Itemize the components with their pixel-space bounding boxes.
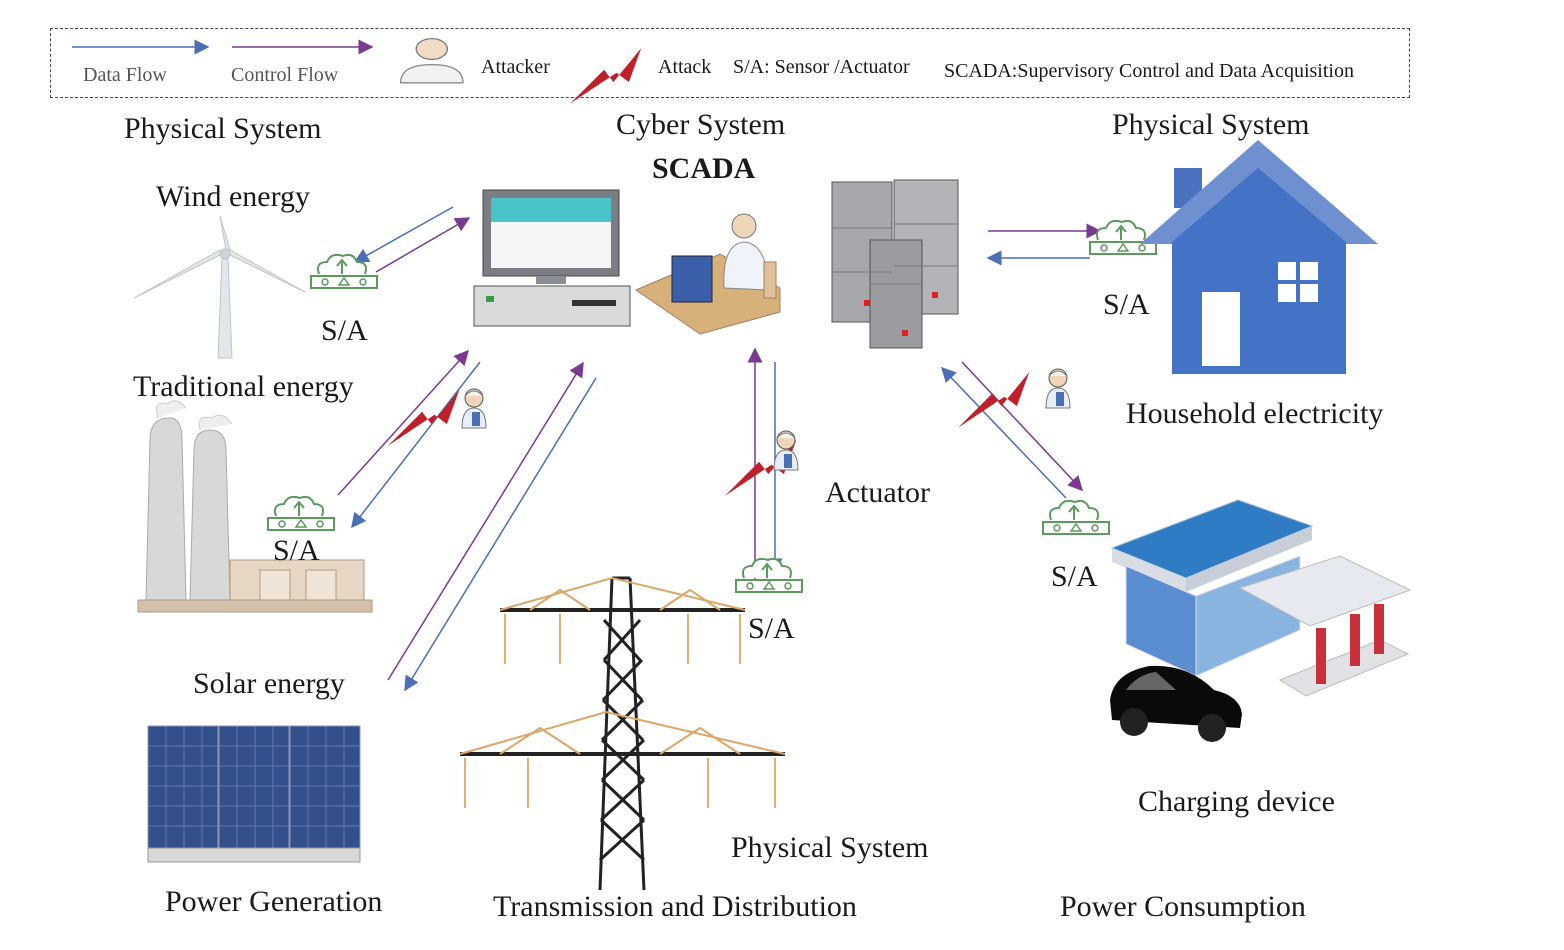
arrow-traditional-data <box>351 361 481 529</box>
legend-sa-definition: S/A: Sensor /Actuator <box>733 56 910 78</box>
traditional-energy-label: Traditional energy <box>133 370 354 403</box>
attack-bolt-generation <box>388 390 460 446</box>
arrow-charging-control <box>961 361 1084 492</box>
server-rack-icon <box>831 179 959 349</box>
scada-label: SCADA <box>652 152 756 185</box>
sa-traditional-label: S/A <box>273 534 320 567</box>
arrow-charging-data <box>940 366 1067 499</box>
arrow-solar-control <box>387 361 584 681</box>
sa-wind-label: S/A <box>321 314 368 347</box>
household-electricity-label: Household electricity <box>1126 397 1384 430</box>
transmission-caption: Transmission and Distribution <box>493 890 857 923</box>
solar-panel-icon <box>147 725 361 863</box>
attack-bolt-consumption <box>958 372 1030 428</box>
solar-energy-label: Solar energy <box>193 667 345 700</box>
power-generation-caption: Power Generation <box>165 885 383 918</box>
legend-scada-definition: SCADA:Supervisory Control and Data Acqui… <box>944 60 1354 82</box>
arrow-wind-control <box>375 217 471 273</box>
operator-desk-icon <box>634 213 781 335</box>
legend-attacker-label: Attacker <box>481 56 550 78</box>
power-consumption-caption: Power Consumption <box>1060 890 1306 923</box>
actuator-label: Actuator <box>825 476 930 509</box>
workstation-computer-icon <box>473 189 631 327</box>
physical-system-bottom-label: Physical System <box>731 831 929 864</box>
legend-box <box>50 28 1410 98</box>
wind-turbine-icon <box>133 215 306 359</box>
legend-attack-label: Attack <box>658 56 712 78</box>
sa-household-label: S/A <box>1103 288 1150 321</box>
house-icon <box>1140 140 1378 374</box>
power-plant-icon <box>137 400 373 613</box>
wind-energy-label: Wind energy <box>156 180 311 213</box>
arrow-traditional-control <box>337 349 470 496</box>
sensor-wind-icon <box>310 253 378 289</box>
arrow-solar-data <box>404 377 597 692</box>
charging-device-label: Charging device <box>1138 785 1335 818</box>
sensor-charging-icon <box>1042 499 1110 535</box>
legend-attack-icon <box>570 48 642 104</box>
sensor-household-icon <box>1089 219 1157 255</box>
sensor-transmission-icon <box>735 557 803 593</box>
arrow-wind-data <box>353 206 454 263</box>
cyber-system-title: Cyber System <box>616 108 786 141</box>
attacker-consumption-icon <box>1045 368 1071 409</box>
sa-charging-label: S/A <box>1051 560 1098 593</box>
sensor-traditional-icon <box>267 495 335 531</box>
attacker-generation-icon <box>461 388 487 429</box>
sa-transmission-label: S/A <box>748 612 795 645</box>
transmission-tower-icon <box>459 576 786 891</box>
legend-data-flow-label: Data Flow <box>83 64 167 86</box>
charging-station-icon <box>1110 499 1412 742</box>
attacker-transmission-icon <box>773 430 799 471</box>
physical-system-left-label: Physical System <box>124 112 322 145</box>
legend-control-flow-label: Control Flow <box>231 64 339 86</box>
physical-system-right-label: Physical System <box>1112 108 1310 141</box>
legend-attacker-icon <box>399 37 464 84</box>
